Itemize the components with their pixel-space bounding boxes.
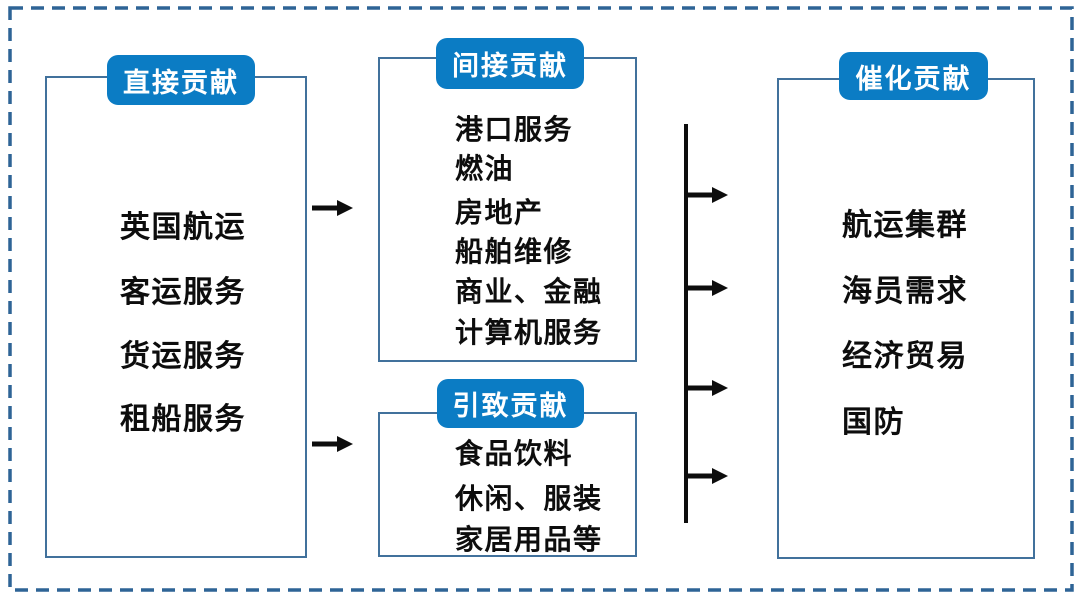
list-item: 货运服务 [120, 340, 246, 373]
indirect-contribution-box: 港口服务 燃油 房地产 船舶维修 商业、金融 计算机服务 [378, 57, 637, 362]
list-item: 房地产 [455, 197, 544, 228]
list-item: 英国航运 [120, 211, 246, 244]
catalytic-contribution-badge: 催化贡献 [839, 52, 988, 100]
catalytic-contribution-box: 航运集群 海员需求 经济贸易 国防 [777, 78, 1035, 559]
list-item: 海员需求 [842, 275, 968, 308]
list-item: 租船服务 [120, 403, 246, 436]
induced-contribution-badge: 引致贡献 [437, 379, 584, 428]
branch-arrow-2 [686, 280, 728, 296]
list-item: 航运集群 [842, 209, 968, 242]
list-item: 食品饮料 [455, 438, 574, 469]
list-item: 船舶维修 [455, 236, 574, 267]
list-item: 家居用品等 [455, 524, 603, 555]
induced-contribution-box: 食品饮料 休闲、服装 家居用品等 [378, 412, 637, 557]
arrow-direct-to-indirect [312, 200, 353, 216]
arrow-direct-to-induced [312, 436, 353, 452]
list-item: 经济贸易 [842, 340, 968, 373]
list-item: 休闲、服装 [455, 483, 603, 514]
list-item: 燃油 [455, 153, 515, 184]
list-item: 商业、金融 [455, 276, 603, 307]
list-item: 港口服务 [455, 114, 574, 145]
list-item: 计算机服务 [455, 317, 603, 348]
list-item: 国防 [842, 406, 905, 439]
list-item: 客运服务 [120, 276, 246, 309]
direct-contribution-badge: 直接贡献 [107, 55, 255, 105]
branch-arrow-1 [686, 187, 728, 203]
branch-arrow-3 [686, 380, 728, 396]
indirect-contribution-badge: 间接贡献 [436, 38, 584, 89]
branch-connector [684, 124, 728, 523]
branch-arrow-4 [686, 468, 728, 484]
direct-contribution-box: 英国航运 客运服务 货运服务 租船服务 [45, 76, 307, 558]
